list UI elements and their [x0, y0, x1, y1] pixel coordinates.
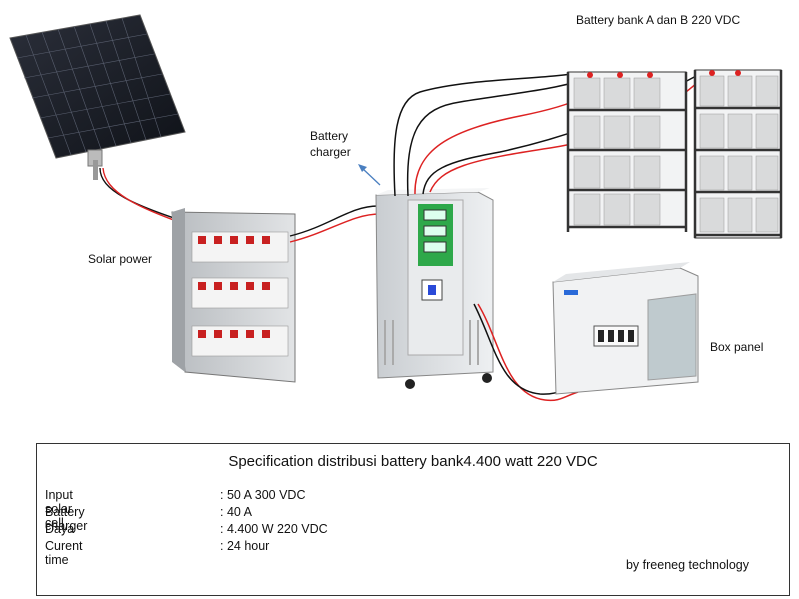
battery-charger-cabinet	[375, 188, 494, 389]
solar-panel	[9, 14, 186, 180]
box-panel-label: Box panel	[710, 340, 764, 354]
spec-key: Daya	[45, 522, 75, 536]
spec-title: Specification distribusi battery bank4.4…	[228, 453, 598, 470]
credit-text: by freeneg technology	[625, 558, 749, 572]
battery-bank-a	[566, 71, 688, 232]
spec-value: : 4.400 W 220 VDC	[220, 522, 328, 536]
battery-bank-label: Battery bank A dan B 220 VDC	[576, 13, 741, 27]
battery-charger-label: Battery charger	[310, 129, 351, 159]
system-diagram	[9, 14, 783, 402]
solar-power-rack	[171, 208, 296, 383]
charger-arrow	[358, 164, 381, 186]
spec-value: : 24 hour	[220, 539, 270, 553]
spec-value: : 50 A 300 VDC	[220, 488, 306, 502]
rack-charger-cables	[289, 205, 381, 243]
spec-key: Input solar cell	[45, 488, 73, 530]
box-panel	[552, 262, 699, 395]
spec-key: Battery charger	[45, 505, 88, 533]
spec-value: : 40 A	[220, 505, 252, 519]
specification-box: Specification distribusi battery bank4.4…	[36, 443, 790, 596]
spec-key: Curent time	[45, 539, 83, 567]
battery-bank-b	[693, 69, 783, 239]
bank-cables	[393, 69, 713, 197]
solar-power-label: Solar power	[88, 252, 153, 266]
